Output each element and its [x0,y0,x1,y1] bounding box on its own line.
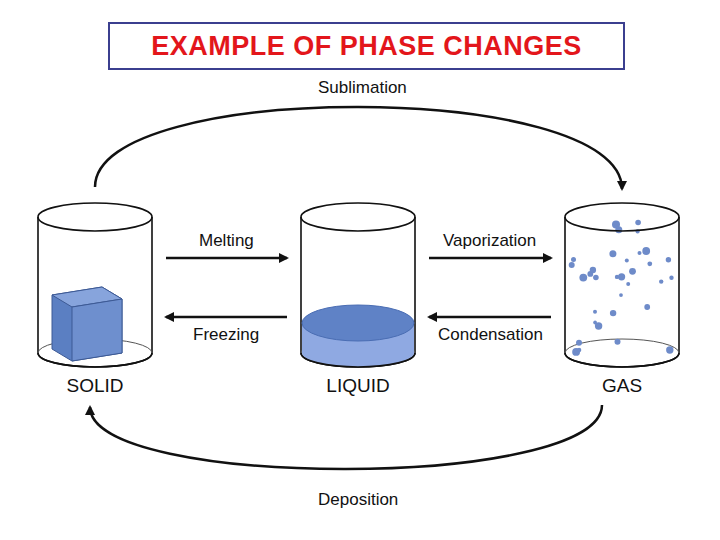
gas-particle [610,310,616,316]
cylinder-body [565,217,679,367]
gas-particle [619,293,623,297]
liquid-surface [302,305,414,341]
gas-particle [666,257,671,262]
cylinder-rim [38,203,152,231]
gas-particle [609,250,616,257]
phase-label: SOLID [25,375,165,397]
cylinder-body [38,217,152,367]
process-label: Melting [197,231,256,251]
process-label: Sublimation [316,78,409,98]
gas-particle [635,220,641,226]
phase-arrow [429,257,551,260]
cylinder-base-front [301,353,415,367]
phase-arrow [95,107,622,189]
gas-particle [593,275,599,281]
gas-particle [615,226,622,233]
gas-particle [615,339,621,345]
process-label: Vaporization [441,231,538,251]
phase-arrow [166,316,287,319]
phase-container: LIQUID [293,195,423,399]
gas-particle [576,340,582,346]
phase-arrow [166,257,287,260]
title-text: EXAMPLE OF PHASE CHANGES [151,31,582,62]
cylinder-drawing [30,195,160,373]
gas-particle [571,257,576,262]
gas-particle [647,261,652,266]
gas-particle [590,267,596,273]
phase-container: GAS [557,195,687,399]
gas-particle [629,268,636,275]
phase-arrow [429,316,551,319]
gas-particle [642,247,650,255]
ice-cube-side [72,299,122,361]
process-label: Deposition [316,490,400,510]
gas-particle [579,274,587,282]
cylinder-drawing [557,195,687,373]
cylinder-rim [565,203,679,231]
gas-particle [625,259,629,263]
cylinder-base-back [565,339,679,353]
gas-particle [638,251,642,255]
cylinder-base-front [565,353,679,367]
cylinder-base-front [38,353,152,367]
process-label: Freezing [191,325,261,345]
cylinder-rim [301,203,415,231]
cylinder-drawing [293,195,423,373]
process-label: Condensation [436,325,545,345]
gas-particle [644,304,650,310]
gas-particle [577,348,581,352]
gas-particle [666,346,673,353]
phase-arrow [90,405,602,469]
phase-container: SOLID [30,195,160,399]
gas-particle [669,276,673,280]
gas-particle [615,275,619,279]
gas-particle [569,262,575,268]
gas-particle [659,279,663,283]
gas-particle [593,310,597,314]
cylinder-body [301,217,415,367]
ice-cube [52,287,122,361]
gas-particle [626,282,630,286]
phase-label: GAS [552,375,692,397]
gas-particle [595,322,602,329]
phase-label: LIQUID [288,375,428,397]
title-box: EXAMPLE OF PHASE CHANGES [108,22,625,70]
